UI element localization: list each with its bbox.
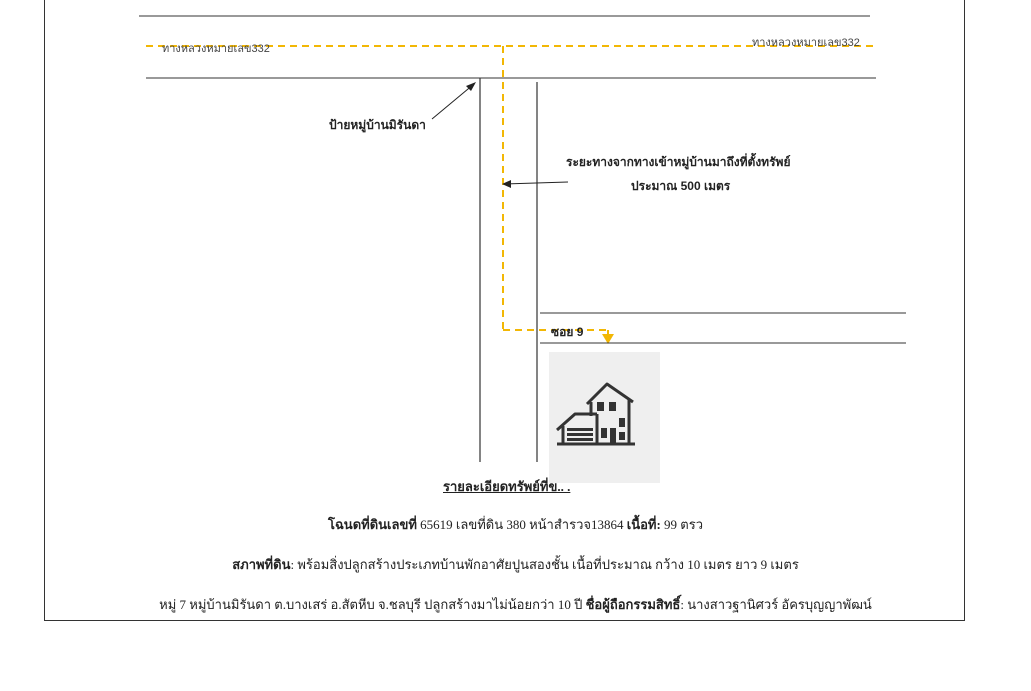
highway-label-left: ทางหลวงหมายเลข332 <box>162 43 270 55</box>
document-frame <box>44 0 965 621</box>
distance-label-line2: ประมาณ 500 เมตร <box>631 179 731 193</box>
distance-arrow <box>505 181 569 185</box>
land-condition-value: : พร้อมสิ่งปลูกสร้างประเภทบ้านพักอาศัยปู… <box>290 557 799 572</box>
distance-arrowhead <box>502 180 511 188</box>
owner-label: ชื่อผู้ถือกรรมสิทธิ์ <box>585 597 681 612</box>
details-line3: หมู่ 7 หมู่บ้านมิรันดา ต.บางเสร่ อ.สัตหี… <box>0 594 1031 615</box>
house-icon <box>556 382 635 446</box>
village-sign-arrow <box>431 83 475 120</box>
deed-number-value: 65619 เลขที่ดิน 380 หน้าสำรวจ13864 <box>420 517 624 532</box>
distance-label-line1: ระยะทางจากทางเข้าหมู่บ้านมาถึงที่ตั้งทรั… <box>566 155 791 169</box>
location-value: หมู่ 7 หมู่บ้านมิรันดา ต.บางเสร่ อ.สัตหี… <box>159 597 583 612</box>
land-condition-label: สภาพที่ดิน <box>232 557 291 572</box>
soi-label: ซอย 9 <box>551 325 584 339</box>
land-area-value: 99 ตรว <box>664 517 704 532</box>
house-icon-box <box>549 352 660 483</box>
owner-value: : นางสาวฐานิศวร์ อัครบุญญาพัฒน์ <box>680 597 872 612</box>
details-line1: โฉนดที่ดินเลขที่ 65619 เลขที่ดิน 380 หน้… <box>0 514 1031 535</box>
land-area-label: เนื้อที่: <box>626 517 661 532</box>
details-title: รายละเอียดทรัพย์ที่ข.. . <box>443 479 571 494</box>
village-sign-label: ป้ายหมู่บ้านมิรันดา <box>329 118 426 132</box>
village-sign-arrowhead <box>466 82 476 91</box>
highway-label-right: ทางหลวงหมายเลข332 <box>752 37 860 49</box>
deed-number-label: โฉนดที่ดินเลขที่ <box>327 517 417 532</box>
destination-arrowhead <box>602 334 614 344</box>
details-line2: สภาพที่ดิน: พร้อมสิ่งปลูกสร้างประเภทบ้าน… <box>0 554 1031 575</box>
